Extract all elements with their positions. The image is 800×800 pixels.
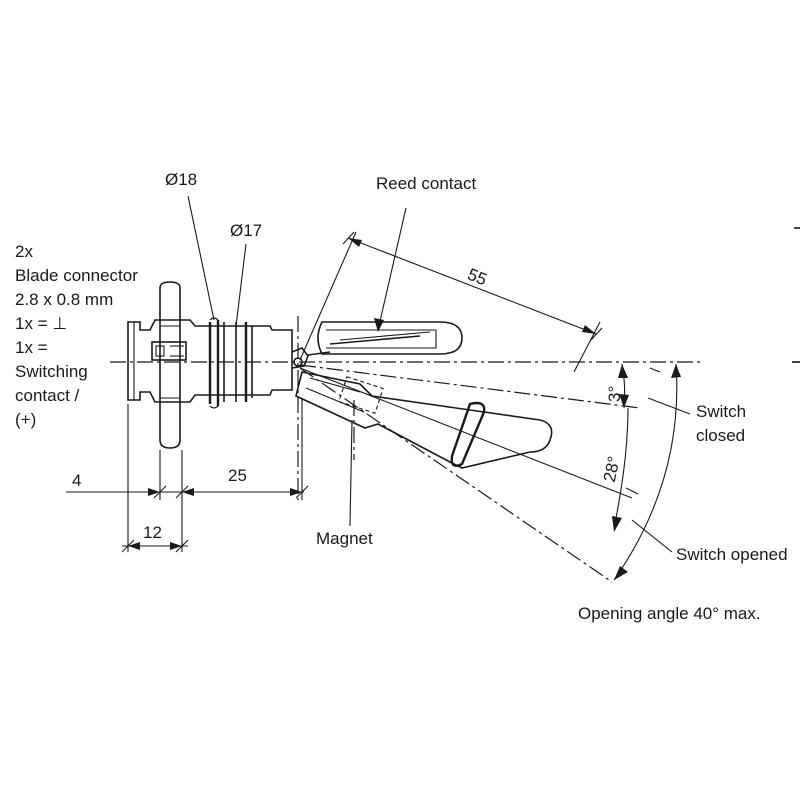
blade-line-5: 1x = xyxy=(15,338,48,357)
label-reed-contact: Reed contact xyxy=(376,174,477,193)
leader-reed xyxy=(377,207,407,331)
housing-body xyxy=(127,281,309,449)
blade-line-8: (+) xyxy=(15,410,37,429)
reed-contact-capsule xyxy=(307,321,463,356)
arc-40-deg xyxy=(613,363,678,581)
dim-12-value: 12 xyxy=(143,523,162,542)
blade-line-3: 2.8 x 0.8 mm xyxy=(15,290,114,309)
opened-position-line xyxy=(299,367,633,499)
leader-magnet xyxy=(349,419,353,527)
angle-28-value: 28° xyxy=(600,455,624,484)
blade-line-7: contact / xyxy=(15,386,80,405)
dim-55-ext-right xyxy=(573,321,601,373)
angle-3-value: 3° xyxy=(605,386,624,402)
label-switch-opened: Switch opened xyxy=(676,545,788,564)
label-diameter-17: Ø17 xyxy=(230,221,263,240)
dim-55-line xyxy=(347,237,597,335)
leader-d18 xyxy=(187,195,215,321)
arc-28-deg xyxy=(613,407,629,529)
blade-line-1: 2x xyxy=(15,242,33,261)
dim-25-value: 25 xyxy=(228,466,247,485)
switch-closed-line-1: Switch xyxy=(696,402,747,421)
label-diameter-18: Ø18 xyxy=(165,170,198,189)
dim-4-value: 4 xyxy=(72,471,81,490)
label-opening-angle: Opening angle 40° max. xyxy=(578,604,761,623)
dim-55-value: 55 xyxy=(465,265,490,290)
blade-line-4: 1x = ⊥ xyxy=(15,314,68,333)
blade-line-6: Switching xyxy=(15,362,88,381)
label-magnet: Magnet xyxy=(316,529,373,548)
dim-55-arrow-left xyxy=(348,238,362,247)
leader-d17 xyxy=(235,243,247,327)
dim-55-arrow-right xyxy=(582,325,596,334)
switch-closed-line-2: closed xyxy=(696,426,746,445)
leader-switch-closed xyxy=(647,397,691,415)
max-opening-line xyxy=(299,367,613,583)
blade-line-2: Blade connector xyxy=(15,266,138,285)
label-switch-closed: Switch closed xyxy=(696,400,746,448)
dim-55-ext-left xyxy=(299,231,357,361)
closed-position-line xyxy=(299,364,641,409)
label-blade-connector: 2x Blade connector 2.8 x 0.8 mm 1x = ⊥ 1… xyxy=(15,240,138,432)
leader-switch-opened xyxy=(631,519,673,553)
